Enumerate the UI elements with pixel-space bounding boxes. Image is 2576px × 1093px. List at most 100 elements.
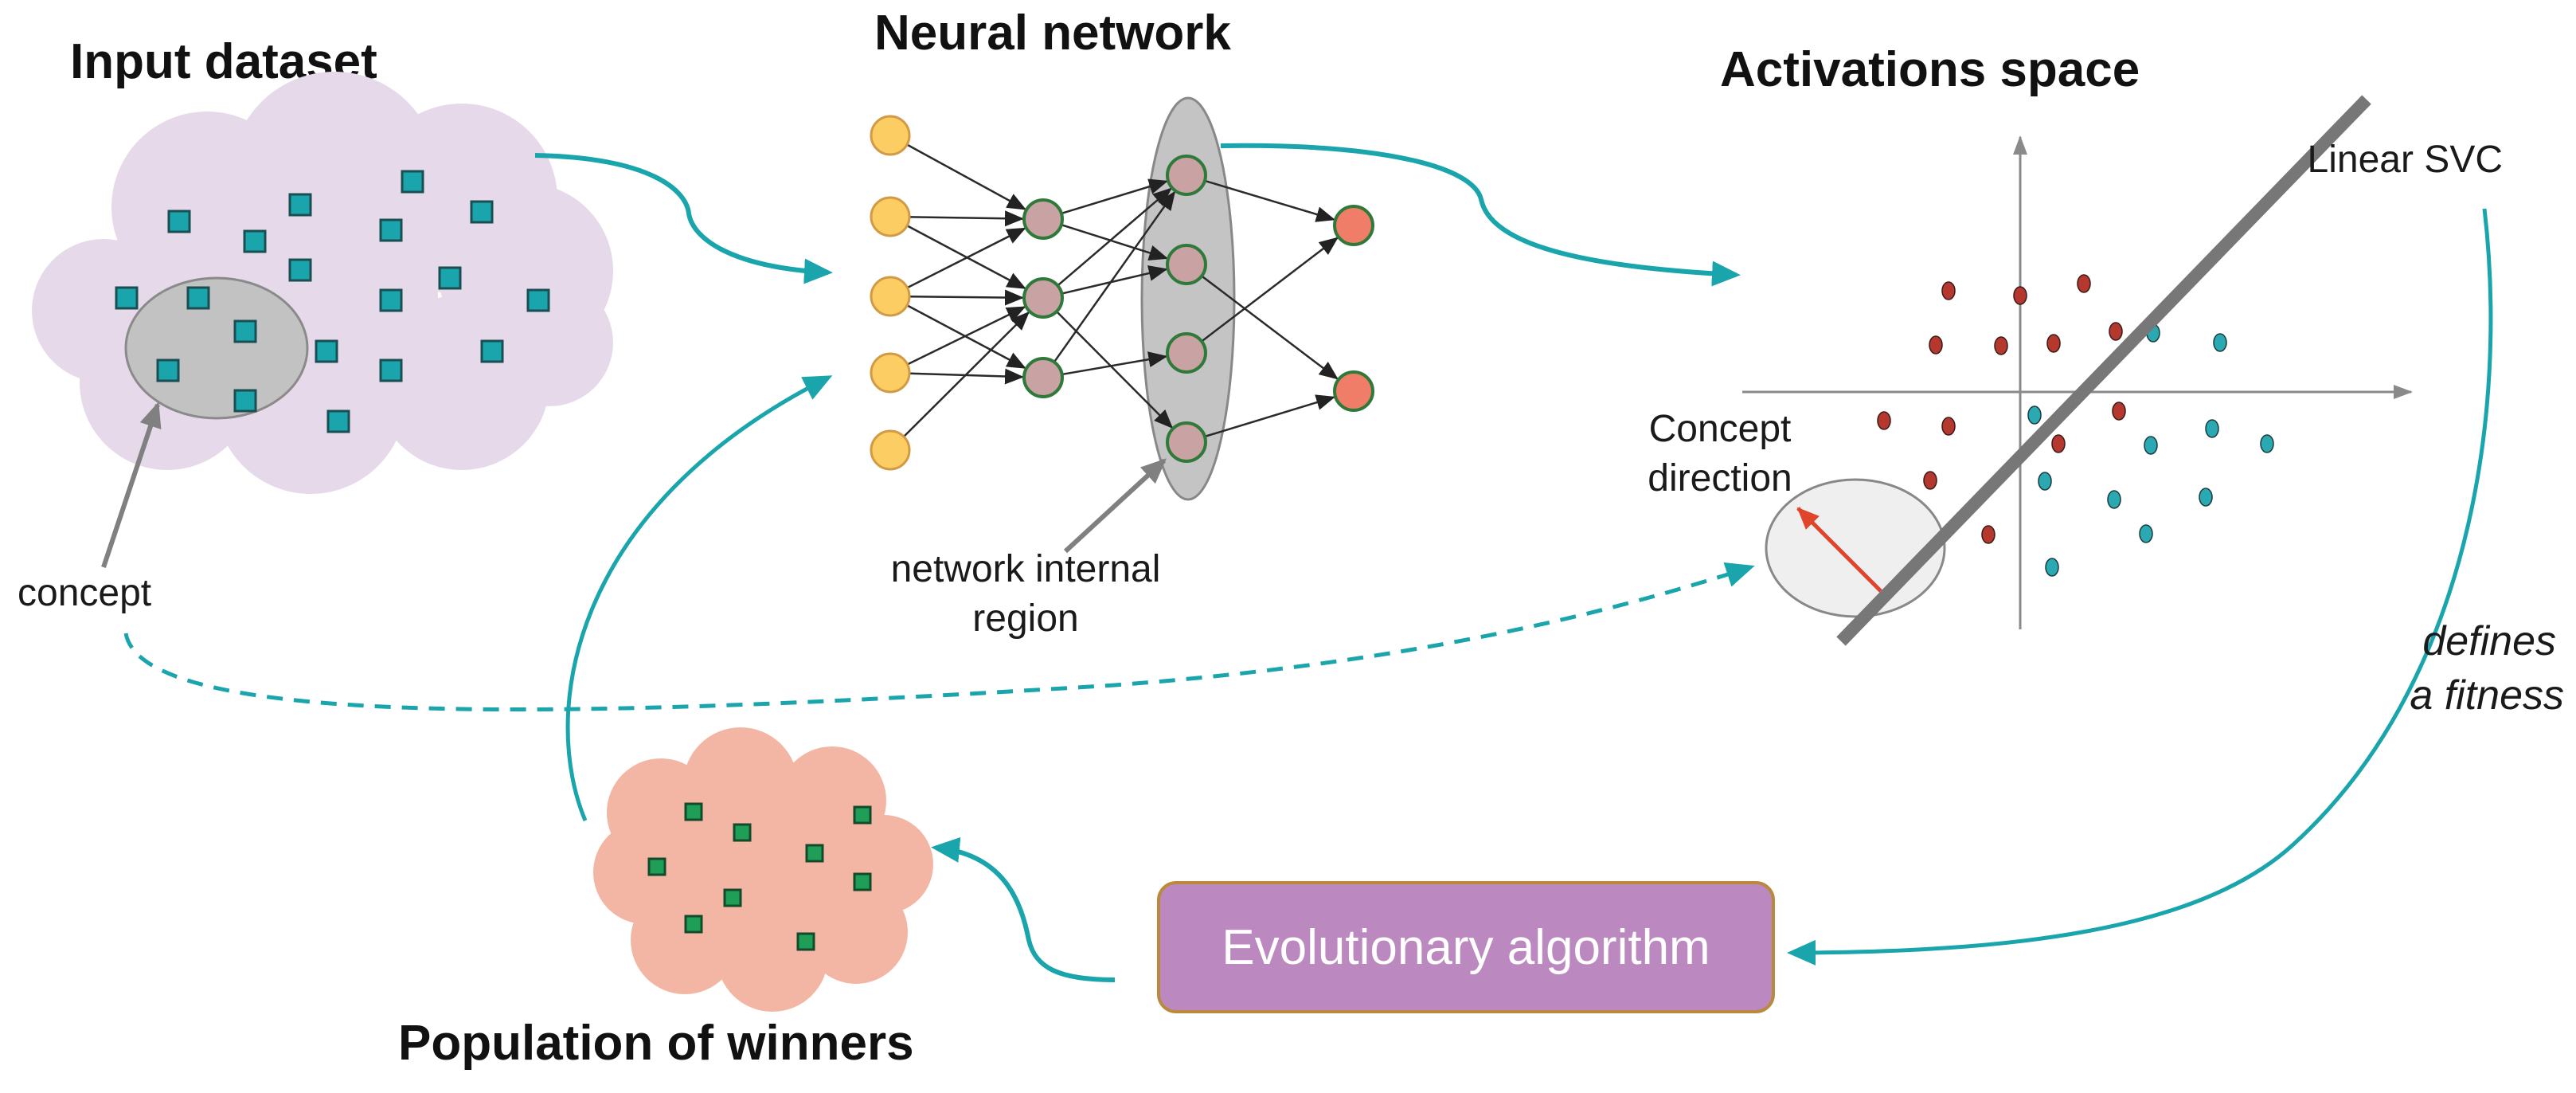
activation-point-teal [2199,488,2213,507]
winner-sample-square [853,805,872,825]
winner-sample-square [684,802,703,821]
dataset-sample-square [470,200,494,224]
hidden-neuron [1022,357,1064,398]
dataset-sample-square [401,170,424,194]
activation-point-teal [2213,333,2227,352]
winner-sample-square [723,888,742,907]
activation-point-red [2051,434,2066,453]
network-connection [906,143,1026,210]
dataset-sample-square [233,319,257,343]
evolutionary-algorithm-label: Evolutionary algorithm [1222,920,1710,975]
activation-point-red [1941,417,1956,436]
network-connection [1061,178,1169,215]
flow-arrow-dataset-to-network [534,153,833,284]
fitness-arrow [1787,208,2493,966]
fitness-label-line2: a fitness [2410,672,2564,719]
flow-arrow-algorithm-to-population [931,836,1116,982]
population-cloud [593,727,933,1012]
dataset-sample-square [233,389,257,413]
dataset-sample-square [167,210,191,233]
activation-point-red [1877,411,1891,430]
dataset-sample-square [438,266,462,290]
dataset-sample-square [115,286,139,310]
internal-region-neuron [1166,421,1207,463]
dataset-sample-square [526,288,550,312]
winner-sample-square [853,872,872,891]
activation-point-teal [2260,434,2274,453]
output-neuron [1333,205,1374,246]
network-connection [1204,394,1336,438]
dataset-sample-square [480,339,504,363]
dataset-sample-square [379,218,403,242]
internal-region-neuron [1166,244,1207,285]
title-neural-network: Neural network [874,6,1231,61]
input-neuron [870,352,911,394]
activation-point-teal [2107,490,2121,509]
winner-samples [647,802,872,951]
activation-point-red [2112,402,2126,421]
concept-region-activations [1765,478,1946,618]
dataset-sample-square [326,409,350,433]
linear-svc-hyperplane [1836,95,2371,646]
output-neuron [1333,370,1374,412]
linear-svc-label: Linear SVC [2308,139,2503,181]
flow-arrow-network-to-activations [1220,143,1741,287]
dataset-sample-square [288,193,312,217]
concept-direction-arrow [1796,507,1882,593]
input-neuron [870,115,911,156]
input-neuron [870,429,911,471]
concept-direction-label-line1: Concept [1649,408,1792,450]
activation-point-teal [2144,436,2158,455]
network-connection [907,306,1026,366]
network-connection [1061,224,1169,261]
activation-point-teal [2027,405,2042,425]
network-connection [1057,187,1172,287]
evolutionary-algorithm-box [1157,881,1775,1013]
concept-pointer-arrow [101,402,162,568]
dataset-sample-square [156,358,180,382]
activation-point-red [2013,286,2027,305]
activation-points [1877,274,2274,577]
dashed-arrow-concept-mapping [123,562,1755,712]
concept-direction-label-line2: direction [1648,457,1792,499]
winner-sample-square [684,915,703,934]
hidden-neuron [1022,198,1064,240]
dataset-sample-square [186,286,210,310]
hidden-neuron [1022,277,1064,319]
dataset-sample-square [379,358,403,382]
activation-point-red [1941,281,1956,300]
input-neuron [870,276,911,317]
network-connection [906,227,1026,289]
network-connections [903,143,1339,438]
winner-sample-square [733,823,752,842]
network-connection [1061,265,1168,295]
region-label-line1: network internal [891,548,1161,590]
winner-sample-square [647,857,666,876]
input-dataset-cloud [32,72,613,494]
activation-point-red [1994,336,2008,355]
activation-point-red [1929,335,1943,355]
activation-point-teal [2139,524,2153,543]
network-connection [909,289,1025,306]
winner-sample-square [805,844,824,863]
region-label-line2: region [972,597,1078,640]
activation-point-teal [2205,419,2219,438]
activation-point-red [1923,471,1937,490]
region-pointer-arrow [1063,458,1167,554]
dataset-sample-square [288,258,312,282]
activation-point-teal [2038,472,2052,491]
network-connection [903,311,1030,437]
flow-arrow-population-to-network [565,375,833,821]
title-population-of-winners: Population of winners [398,1016,914,1071]
network-neurons [870,115,1374,471]
network-connection [1053,190,1176,363]
activation-point-teal [2045,558,2059,577]
internal-region-neuron [1166,332,1207,374]
network-connection [1204,179,1336,222]
winner-sample-square [796,932,815,951]
title-activations-space: Activations space [1720,42,2140,97]
network-connection [1201,237,1339,343]
activation-point-red [2046,334,2061,353]
